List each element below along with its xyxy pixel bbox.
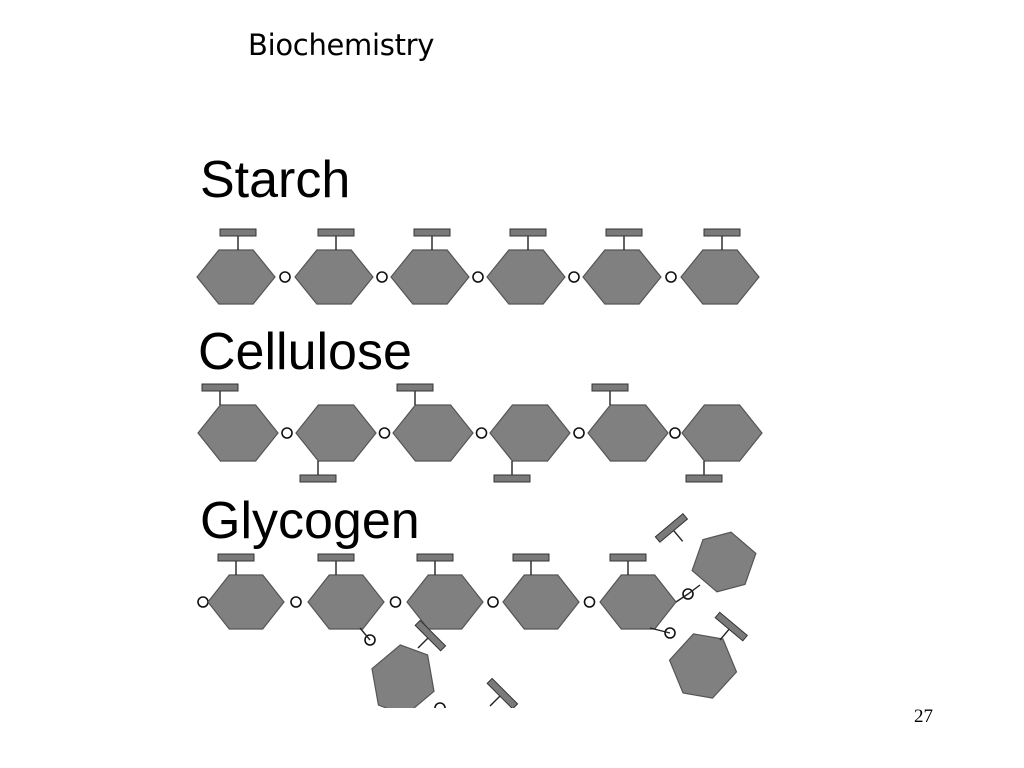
side-group-stem bbox=[417, 637, 429, 649]
side-group-bar bbox=[201, 383, 239, 392]
side-group-bar bbox=[414, 619, 447, 652]
side-group bbox=[714, 611, 748, 642]
side-group bbox=[416, 553, 454, 575]
side-group bbox=[201, 383, 239, 405]
side-group-bar bbox=[493, 474, 531, 483]
side-group-bar bbox=[317, 553, 355, 562]
oxygen-link bbox=[434, 702, 446, 708]
sugar-ring bbox=[295, 404, 377, 462]
side-group bbox=[413, 228, 451, 250]
starch-chain bbox=[196, 228, 760, 305]
side-group-bar bbox=[317, 228, 355, 237]
sugar-ring bbox=[691, 531, 757, 593]
side-group bbox=[396, 383, 434, 405]
side-group-stem bbox=[489, 695, 501, 707]
oxygen-link bbox=[475, 427, 488, 439]
side-group bbox=[299, 461, 337, 483]
side-group bbox=[486, 677, 519, 708]
side-group-stem bbox=[673, 530, 684, 542]
side-group bbox=[605, 228, 643, 250]
side-group-stem bbox=[719, 628, 730, 641]
sugar-ring bbox=[489, 404, 571, 462]
oxygen-link bbox=[279, 271, 291, 283]
side-group-bar bbox=[714, 611, 748, 642]
sugar-ring bbox=[599, 574, 677, 630]
cellulose-chain bbox=[197, 383, 763, 483]
glycosidic-bond bbox=[649, 627, 671, 634]
glycosidic-bond bbox=[359, 627, 371, 641]
oxygen-link bbox=[389, 596, 402, 608]
side-group-bar bbox=[512, 553, 550, 562]
oxygen-link bbox=[197, 596, 209, 608]
sugar-ring bbox=[681, 404, 763, 462]
sugar-ring bbox=[390, 249, 470, 305]
side-group bbox=[317, 553, 355, 575]
side-group bbox=[493, 461, 531, 483]
oxygen-link bbox=[472, 271, 484, 283]
sugar-ring bbox=[197, 404, 279, 462]
side-group-bar bbox=[299, 474, 337, 483]
sugar-ring bbox=[294, 249, 374, 305]
oxygen-link bbox=[573, 427, 585, 439]
sugar-ring bbox=[406, 574, 484, 630]
oxygen-link bbox=[669, 427, 681, 439]
oxygen-link bbox=[583, 596, 596, 608]
side-group-bar bbox=[219, 228, 257, 237]
side-group bbox=[512, 553, 550, 575]
page-number: 27 bbox=[914, 706, 933, 727]
side-group bbox=[219, 228, 257, 250]
sugar-ring bbox=[196, 249, 276, 305]
oxygen-link bbox=[568, 271, 580, 283]
side-group-bar bbox=[605, 228, 643, 237]
sugar-ring bbox=[680, 249, 760, 305]
slide-title: Biochemistry bbox=[248, 28, 435, 62]
side-group-bar bbox=[703, 228, 741, 237]
sugar-ring bbox=[392, 404, 474, 462]
side-group-bar bbox=[685, 474, 723, 483]
side-group-bar bbox=[654, 512, 689, 543]
sugar-ring bbox=[502, 574, 580, 630]
side-group-bar bbox=[486, 677, 519, 708]
oxygen-link bbox=[487, 596, 499, 608]
sugar-ring bbox=[587, 404, 669, 462]
side-group bbox=[414, 619, 447, 652]
sugar-ring bbox=[668, 633, 738, 699]
side-group-bar bbox=[591, 383, 629, 392]
glycogen-chain bbox=[197, 512, 757, 708]
side-group-bar bbox=[416, 553, 454, 562]
sugar-ring bbox=[307, 574, 385, 630]
side-group bbox=[217, 553, 255, 575]
side-group-bar bbox=[396, 383, 434, 392]
sugar-ring bbox=[582, 249, 662, 305]
oxygen-link bbox=[378, 427, 391, 439]
oxygen-link bbox=[281, 427, 293, 439]
oxygen-link bbox=[290, 596, 302, 608]
side-group bbox=[703, 228, 741, 250]
sugar-ring bbox=[207, 574, 285, 630]
side-group bbox=[654, 512, 689, 543]
glycogen-label: Glycogen bbox=[200, 492, 420, 550]
side-group bbox=[591, 383, 629, 405]
cellulose-label: Cellulose bbox=[198, 323, 412, 381]
glycosidic-bond bbox=[675, 584, 701, 603]
side-group-bar bbox=[413, 228, 451, 237]
oxygen-link bbox=[665, 271, 677, 283]
sugar-ring bbox=[371, 644, 435, 708]
side-group bbox=[685, 461, 723, 483]
side-group-bar bbox=[609, 553, 647, 562]
starch-label: Starch bbox=[200, 151, 350, 209]
side-group bbox=[317, 228, 355, 250]
side-group-bar bbox=[217, 553, 255, 562]
side-group bbox=[609, 553, 647, 575]
side-group bbox=[509, 228, 547, 250]
side-group-bar bbox=[509, 228, 547, 237]
sugar-ring bbox=[486, 249, 566, 305]
oxygen-link bbox=[376, 271, 388, 283]
